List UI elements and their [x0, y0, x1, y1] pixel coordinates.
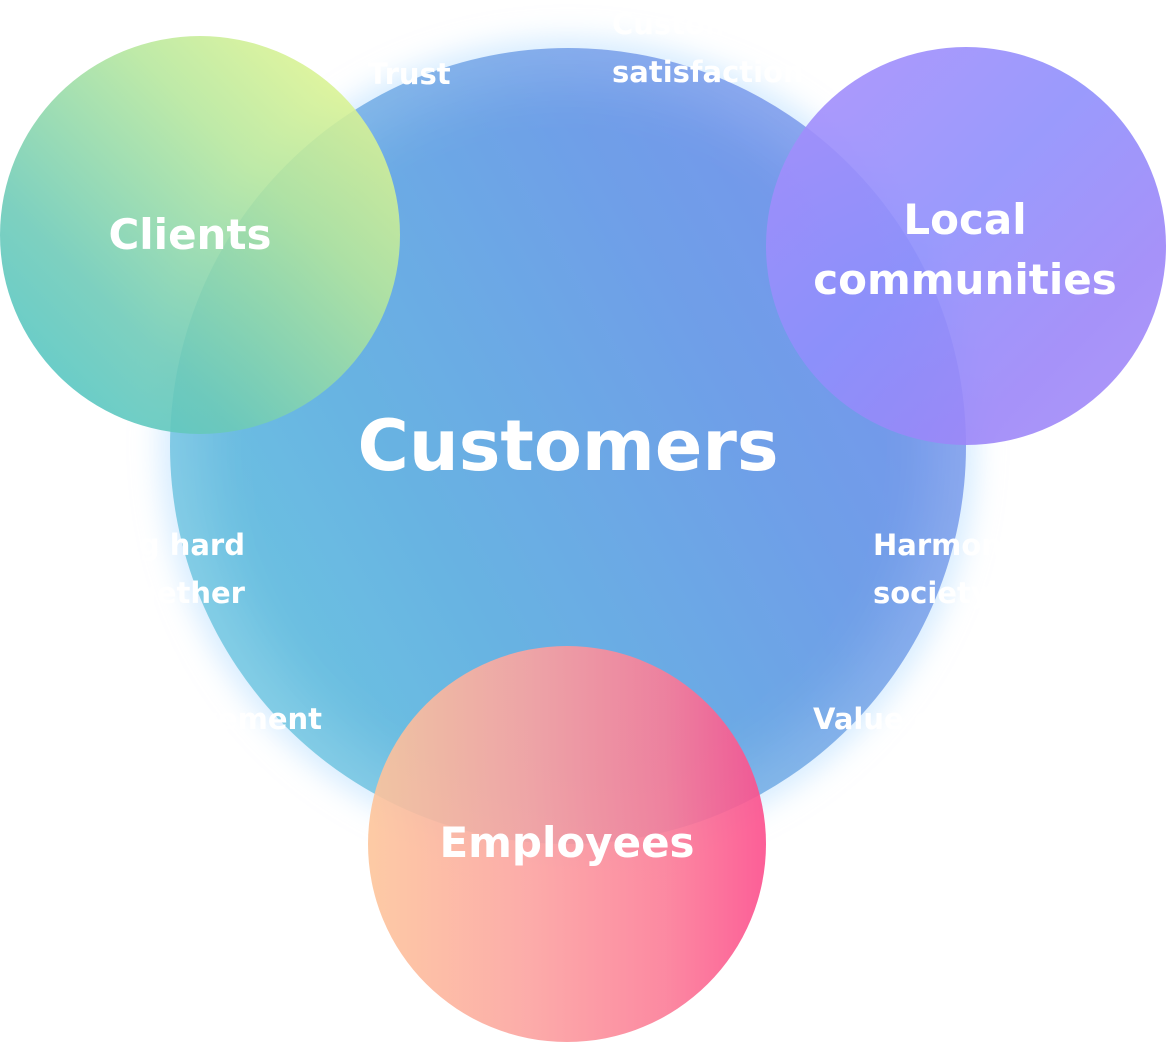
clients-label: Clients: [108, 210, 272, 259]
local-label-line1: Local: [903, 195, 1027, 244]
value-value-creation: Value creation: [813, 695, 1049, 743]
clients-circle: [0, 36, 400, 434]
value-working-line1: Working hard: [23, 528, 245, 562]
value-self-text: Self-improvement: [29, 702, 322, 736]
value-self-improvement: Self-improvement: [0, 695, 322, 743]
local-communities-circle: [766, 47, 1166, 445]
employees-label: Employees: [439, 818, 695, 867]
value-creation-text: Value creation: [813, 702, 1049, 736]
value-harmony-line1: Harmony with: [873, 528, 1103, 562]
value-working-hard-together: Working hard together: [0, 521, 245, 617]
value-working-line2: together: [102, 576, 245, 610]
customers-label: Customers: [357, 405, 779, 487]
value-harmony-line2: society: [873, 576, 990, 610]
value-satisfaction-line1: Customer: [612, 7, 770, 41]
local-communities-label: Local communities: [790, 190, 1140, 310]
value-customer-satisfaction: Customer satisfaction: [612, 0, 804, 96]
local-label-line2: communities: [813, 255, 1117, 304]
value-satisfaction-line2: satisfaction: [612, 55, 804, 89]
value-trust-text: Trust: [368, 57, 451, 91]
value-trust: Trust: [368, 50, 451, 98]
employees-circle: [368, 646, 766, 1042]
value-harmony-with-society: Harmony with society: [873, 521, 1102, 617]
